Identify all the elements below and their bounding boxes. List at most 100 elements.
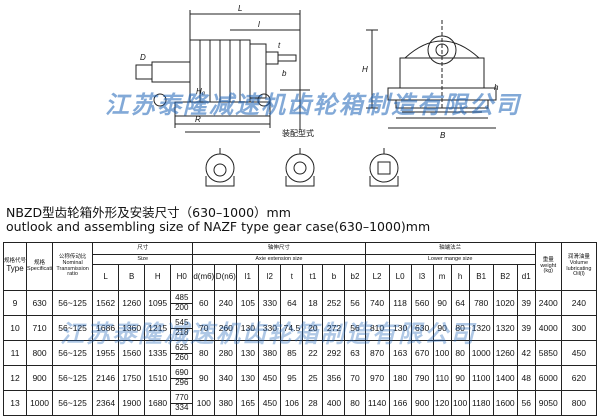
size-group-header: 尺寸 xyxy=(92,242,194,255)
cell-b2: 56 xyxy=(344,290,366,316)
cell-b: 356 xyxy=(322,365,346,391)
cell-H: 1680 xyxy=(144,390,172,416)
cell-d1: 42 xyxy=(516,340,536,366)
flange-sub-header: Lower mange size xyxy=(364,254,536,265)
col-header-b: B xyxy=(118,264,146,291)
cell-d1: 48 xyxy=(516,365,536,391)
cell-oil: 300 xyxy=(560,315,598,341)
cell-type: 12 xyxy=(2,365,28,391)
cell-wt: 6000 xyxy=(534,365,562,391)
cell-H: 1215 xyxy=(144,315,172,341)
cell-b: 400 xyxy=(322,390,346,416)
cell-L: 1955 xyxy=(92,340,120,366)
col-header-m: m xyxy=(432,264,452,291)
cell-B2: 1600 xyxy=(492,390,518,416)
cell-B1: 780 xyxy=(468,290,494,316)
cell-D: 380 xyxy=(214,390,238,416)
assembly-drawing: L l D H₀ R b t H h B xyxy=(135,4,499,187)
col-header-b2: B2 xyxy=(492,264,518,291)
cell-m: 90 xyxy=(432,290,452,316)
col-header-l2: L2 xyxy=(364,264,390,291)
col-header-l0: L0 xyxy=(388,264,412,291)
cell-ratio: 56~125 xyxy=(52,315,94,341)
mounting-type-1 xyxy=(205,148,235,187)
dim-b-label: b xyxy=(282,69,287,78)
cell-l2: 450 xyxy=(258,365,282,391)
cell-type: 11 xyxy=(2,340,28,366)
cell-L: 1562 xyxy=(92,290,120,316)
mounting-caption: 装配型式 xyxy=(282,129,314,138)
flange-group-header: 轴端法兰 xyxy=(364,242,536,255)
cell-B1: 1180 xyxy=(468,390,494,416)
cell-l2: 450 xyxy=(258,390,282,416)
cell-L2: 740 xyxy=(364,290,390,316)
axle-group-header: 轴伸尺寸 xyxy=(192,242,366,255)
cell-oil: 450 xyxy=(560,340,598,366)
cell-B: 1750 xyxy=(118,365,146,391)
cell-B: 1900 xyxy=(118,390,146,416)
cell-wt: 9050 xyxy=(534,390,562,416)
cell-ratio: 56~125 xyxy=(52,390,94,416)
dim-R-label: R xyxy=(195,115,201,124)
cell-t: 64 xyxy=(280,290,304,316)
cell-wt: 2400 xyxy=(534,290,562,316)
cell-m: 110 xyxy=(432,365,452,391)
cell-l1: 105 xyxy=(236,290,260,316)
cell-L0: 118 xyxy=(388,290,412,316)
cell-t1: 18 xyxy=(302,290,324,316)
end-view-drawing xyxy=(366,20,497,129)
cell-H0-upper: 485 xyxy=(171,293,192,304)
col-header-d1: d1 xyxy=(516,264,536,291)
cell-L2: 1140 xyxy=(364,390,390,416)
title-chinese: NBZD型齿轮箱外形及安装尺寸（630–1000）mm xyxy=(6,205,291,220)
cell-type: 13 xyxy=(2,390,28,416)
cell-h: 90 xyxy=(450,365,470,391)
cell-H0-upper: 545 xyxy=(171,318,192,329)
col-header-l3: l3 xyxy=(410,264,434,291)
cell-H0-lower: 296 xyxy=(175,377,189,387)
cell-L0: 166 xyxy=(388,390,412,416)
cell-D: 340 xyxy=(214,365,238,391)
cell-B2: 1020 xyxy=(492,290,518,316)
cell-spec: 800 xyxy=(26,340,54,366)
cell-spec: 900 xyxy=(26,365,54,391)
dim-L-label: L xyxy=(238,4,242,13)
mounting-type-3 xyxy=(369,148,399,187)
col-header-b1: B1 xyxy=(468,264,494,291)
cell-ratio: 56~125 xyxy=(52,290,94,316)
size-sub-header: Size xyxy=(92,254,194,265)
watermark-top: 江苏泰隆减速机齿轮箱制造有限公司 xyxy=(105,91,521,119)
cell-L: 2146 xyxy=(92,365,120,391)
cell-oil: 240 xyxy=(560,290,598,316)
col-header-h0: H0 xyxy=(170,264,194,291)
cell-L2: 970 xyxy=(364,365,390,391)
dim-h-label: h xyxy=(494,83,499,92)
cell-t1: 28 xyxy=(302,390,324,416)
cell-h: 100 xyxy=(450,390,470,416)
cell-wt: 4000 xyxy=(534,315,562,341)
cell-b2: 80 xyxy=(344,390,366,416)
cell-L: 2364 xyxy=(92,390,120,416)
col-header-b2: b2 xyxy=(344,264,366,291)
cell-H: 1095 xyxy=(144,290,172,316)
cell-B2: 1320 xyxy=(492,315,518,341)
cell-d: 90 xyxy=(192,365,216,391)
cell-D: 240 xyxy=(214,290,238,316)
cell-l3: 900 xyxy=(410,390,434,416)
col-header-t: t xyxy=(280,264,304,291)
cell-wt: 5850 xyxy=(534,340,562,366)
cell-b2: 70 xyxy=(344,365,366,391)
cell-d: 80 xyxy=(192,340,216,366)
dim-H0-label: H₀ xyxy=(196,87,206,96)
dim-B-label: B xyxy=(440,131,446,140)
cell-H: 1510 xyxy=(144,365,172,391)
col-header-dm6: d(m6) xyxy=(192,264,216,291)
dim-D-label: D xyxy=(140,53,146,62)
title-english: outlook and assembling size of NAZF type… xyxy=(6,219,431,234)
col-spec-header: 规格Specification xyxy=(26,242,54,291)
watermark-bottom: 江苏泰隆减速机齿轮箱制造有限公司 xyxy=(60,320,476,348)
